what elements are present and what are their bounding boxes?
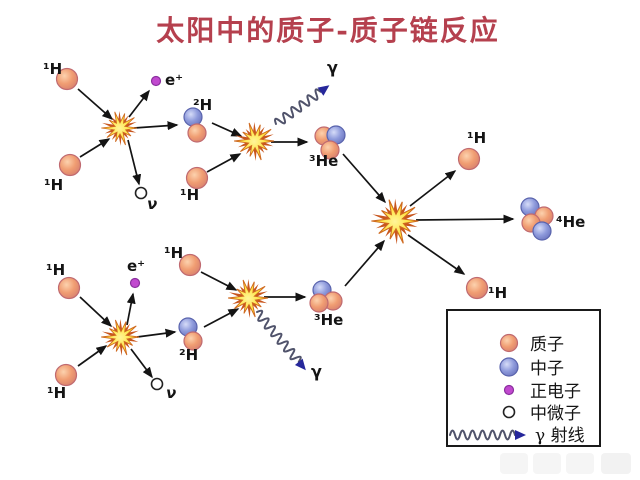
reaction-arrow xyxy=(136,328,177,338)
reaction-arrow xyxy=(130,348,153,379)
gamma-wave-bottom xyxy=(256,309,306,371)
proton-icon xyxy=(499,333,519,353)
legend-label: 质子 xyxy=(530,335,564,355)
reaction-arrow xyxy=(203,308,240,328)
label-positron: e⁺ xyxy=(165,71,183,89)
gamma-wave-top xyxy=(274,85,330,125)
page-title: 太阳中的质子-质子链反应 xyxy=(156,14,500,47)
label-3he: ³He xyxy=(314,311,343,329)
label-1h: ¹H xyxy=(164,244,183,262)
legend-label: γ 射线 xyxy=(535,426,585,446)
legend-label: 中微子 xyxy=(530,404,581,424)
positron-icon xyxy=(503,384,515,396)
reaction-arrows xyxy=(77,88,515,379)
reaction-arrow xyxy=(127,139,142,186)
reaction-arrow xyxy=(126,292,136,326)
legend-item-proton: 质子 xyxy=(499,333,564,355)
label-4he: ⁴He xyxy=(556,213,585,231)
legend-box: 质子 中子 正电子 中微子 γ 射线 xyxy=(446,309,601,447)
label-2h: ²H xyxy=(179,346,198,364)
legend-item-positron: 正电子 xyxy=(503,382,581,402)
label-gamma: γ xyxy=(327,58,338,77)
label-1h: ¹H xyxy=(488,284,507,302)
reaction-arrow xyxy=(407,234,466,275)
label-1h: ¹H xyxy=(46,261,65,279)
label-positron: e⁺ xyxy=(127,257,145,275)
reaction-arrow xyxy=(415,214,515,224)
label-1h: ¹H xyxy=(180,186,199,204)
legend-label: 正电子 xyxy=(530,382,581,402)
reaction-arrow xyxy=(128,89,150,118)
positron-particle xyxy=(129,277,141,289)
reaction-arrow xyxy=(133,121,179,131)
neutrino-particle xyxy=(134,186,148,200)
reaction-arrow xyxy=(206,153,242,173)
proton-particle xyxy=(54,363,78,387)
reaction-arrow xyxy=(409,170,457,207)
reaction-arrow xyxy=(79,296,113,328)
neutrino-particle xyxy=(150,377,164,391)
reaction-arrow xyxy=(342,153,386,204)
legend-item-neutrino: 中微子 xyxy=(502,404,581,424)
reaction-arrow xyxy=(200,271,238,291)
neutron-icon xyxy=(499,357,519,377)
proton-particle xyxy=(457,147,481,171)
label-1h: ¹H xyxy=(44,176,63,194)
reaction-arrow xyxy=(79,138,111,158)
neutrino-icon xyxy=(502,405,516,419)
fusion-burst xyxy=(223,274,273,322)
watermark xyxy=(500,453,631,474)
gamma-arrowhead-icon xyxy=(317,85,330,96)
legend-label: 中子 xyxy=(530,359,564,379)
label-1h: ¹H xyxy=(467,129,486,147)
fusion-burst xyxy=(96,314,144,360)
label-neutrino: ν xyxy=(166,384,176,402)
legend-border xyxy=(446,309,601,447)
positron-particle xyxy=(150,75,162,87)
label-neutrino: ν xyxy=(147,195,157,213)
label-1h: ¹H xyxy=(43,60,62,78)
legend-item-gamma-ray: γ 射线 xyxy=(449,426,585,446)
fusion-burst xyxy=(229,117,279,165)
helium3-cluster xyxy=(309,280,343,313)
proton-particle xyxy=(57,276,81,300)
proton-particle xyxy=(465,276,489,300)
reaction-arrow xyxy=(77,345,108,367)
gamma-ray-icon xyxy=(449,429,526,441)
reaction-arrow xyxy=(77,88,114,120)
reaction-arrow xyxy=(211,122,243,137)
gamma-arrowhead-icon xyxy=(294,358,306,371)
label-1h: ¹H xyxy=(47,384,66,402)
legend-item-neutron: 中子 xyxy=(499,357,564,379)
label-gamma: γ xyxy=(311,362,322,381)
helium4-cluster xyxy=(520,197,554,241)
reaction-arrow xyxy=(344,239,385,287)
label-3he: ³He xyxy=(309,152,338,170)
label-2h: ²H xyxy=(193,96,212,114)
proton-particle xyxy=(58,153,82,177)
